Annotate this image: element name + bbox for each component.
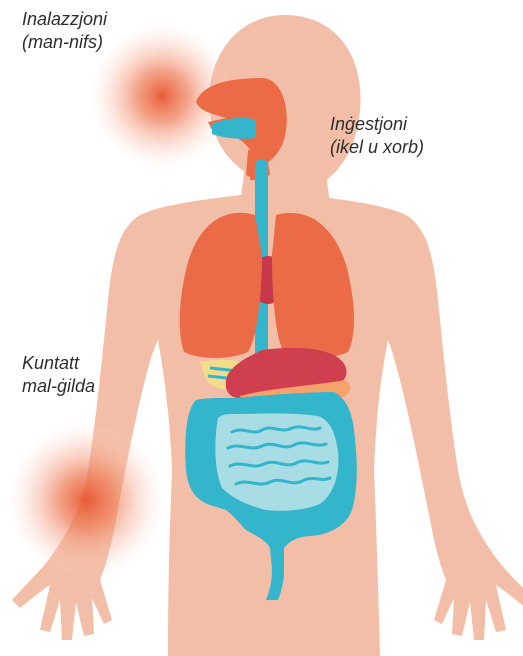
skin-contact-highlight bbox=[8, 422, 164, 578]
inhalation-label: Inalazzjoni (man-nifs) bbox=[22, 8, 107, 54]
skin-contact-label: Kuntatt mal-ġilda bbox=[22, 352, 95, 398]
skin-contact-label-line1: Kuntatt bbox=[22, 352, 95, 375]
inhalation-label-line2: (man-nifs) bbox=[22, 31, 107, 54]
inhalation-label-line1: Inalazzjoni bbox=[22, 8, 107, 31]
ingestion-label-line2: (ikel u xorb) bbox=[330, 136, 424, 159]
skin-contact-label-line2: mal-ġilda bbox=[22, 375, 95, 398]
ingestion-label: Inġestjoni (ikel u xorb) bbox=[330, 113, 424, 159]
ingestion-label-line1: Inġestjoni bbox=[330, 113, 424, 136]
